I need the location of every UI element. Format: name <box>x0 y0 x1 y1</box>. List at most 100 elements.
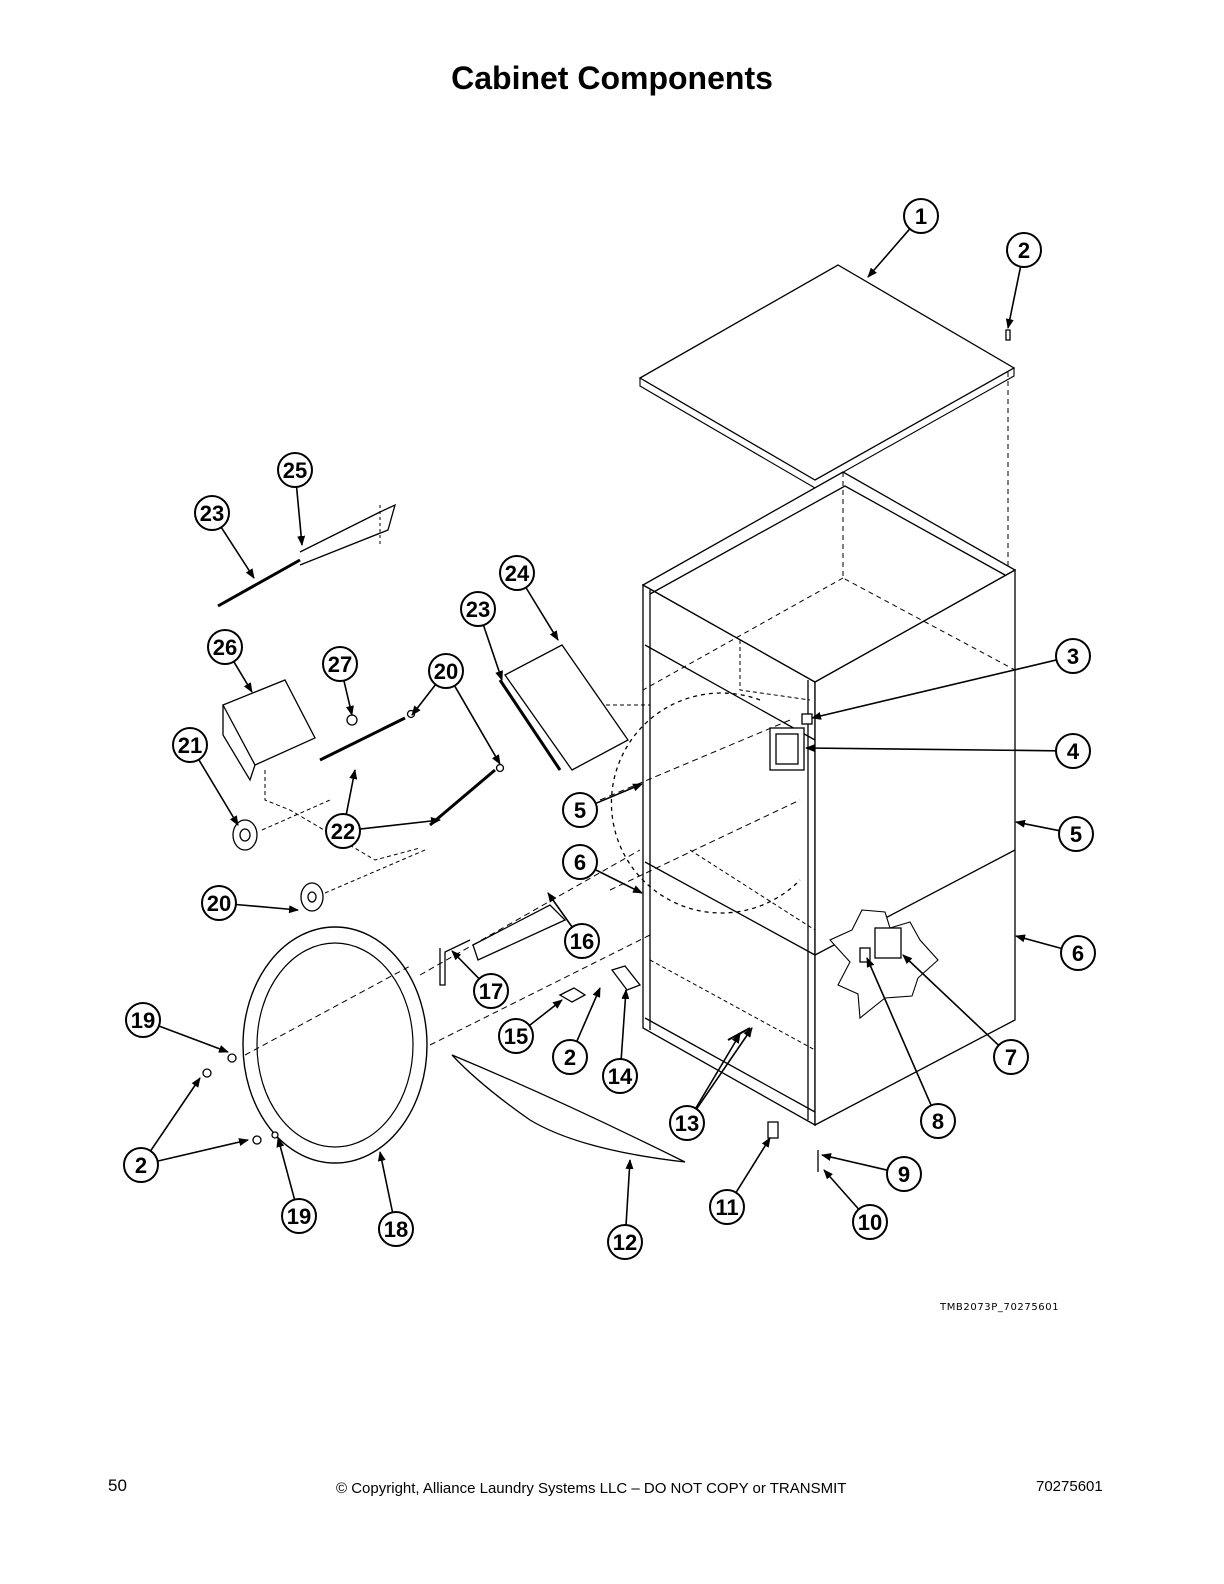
callout-label-c20b: 20 <box>207 891 231 916</box>
leader-arrow-c22-1 <box>359 817 441 830</box>
top-panel <box>638 264 1016 481</box>
leader-arrow-c27-0 <box>343 680 354 716</box>
callout-circle-c4 <box>1055 733 1091 769</box>
door-glass-part-12 <box>451 1054 686 1163</box>
callout-label-c19a: 19 <box>131 1008 155 1033</box>
leader-arrow-c2c-0 <box>149 1077 201 1152</box>
switch-detail-burst <box>829 909 939 1020</box>
callout-circle-c5b <box>1058 816 1094 852</box>
cabinet-body <box>610 471 1017 1127</box>
bracket-part-25 <box>299 503 397 566</box>
callout-bubble-c19a: 19 <box>125 1002 161 1038</box>
callout-bubble-c8: 8 <box>920 1103 956 1139</box>
leader-arrow-c4-0 <box>805 744 1057 753</box>
callout-circle-c19b <box>281 1198 317 1234</box>
callout-bubble-c4: 4 <box>1055 733 1091 769</box>
callout-label-c3: 3 <box>1067 644 1079 669</box>
screw-part-2-top <box>1005 329 1011 341</box>
leader-arrow-c17-0 <box>451 950 480 980</box>
leader-arrow-c11-0 <box>735 1137 771 1193</box>
callout-bubble-c2b: 2 <box>552 1039 588 1075</box>
callout-circle-c7 <box>993 1039 1029 1075</box>
callout-circle-c8 <box>920 1103 956 1139</box>
callout-label-c16: 16 <box>570 929 594 954</box>
callout-bubble-c3: 3 <box>1055 638 1091 674</box>
callout-circle-c13 <box>669 1105 705 1141</box>
callout-circle-c10 <box>852 1204 888 1240</box>
callout-label-c20a: 20 <box>434 659 458 684</box>
callout-circle-c20a <box>428 653 464 689</box>
callout-label-c21: 21 <box>178 733 202 758</box>
callout-label-c23b: 23 <box>466 597 490 622</box>
leader-arrow-c10-0 <box>823 1169 860 1210</box>
callout-circle-c1 <box>903 198 939 234</box>
callout-label-c18: 18 <box>384 1217 408 1242</box>
callout-label-c2a: 2 <box>1018 238 1030 263</box>
callout-circle-c2a <box>1006 232 1042 268</box>
callout-label-c24: 24 <box>505 561 530 586</box>
leader-arrow-c13-1 <box>695 1027 753 1110</box>
part-3-clip <box>801 713 813 725</box>
leader-arrow-c16-0 <box>547 892 573 928</box>
callout-circle-c17 <box>473 973 509 1009</box>
leader-arrow-c2a-0 <box>1005 266 1022 329</box>
callout-circle-c18 <box>378 1211 414 1247</box>
leader-arrow-c6a-0 <box>594 868 643 894</box>
callout-label-c10: 10 <box>858 1210 882 1235</box>
leader-arrow-c13-0 <box>695 1033 741 1109</box>
leader-arrow-c9-0 <box>821 1153 888 1171</box>
leader-arrow-c18-0 <box>377 1151 394 1213</box>
leader-arrow-c12-0 <box>625 1159 634 1226</box>
leader-arrow-c8-0 <box>866 957 932 1106</box>
callout-bubble-c24: 24 <box>499 555 535 591</box>
bearing-part-21 <box>232 819 258 851</box>
callout-circle-c21 <box>172 727 208 763</box>
callout-bubble-c27: 27 <box>322 646 358 682</box>
callout-label-c8: 8 <box>932 1109 944 1134</box>
callout-bubble-c1: 1 <box>903 198 939 234</box>
leader-arrow-c2b-0 <box>576 987 601 1042</box>
leader-arrow-c5b-0 <box>1015 819 1060 832</box>
leader-arrow-c2c-1 <box>157 1138 249 1162</box>
latch-part-15 <box>558 987 587 1003</box>
callout-circle-c14 <box>602 1058 638 1094</box>
callout-circle-c25 <box>277 452 313 488</box>
callout-bubble-c13: 13 <box>669 1105 705 1141</box>
callout-circle-c9 <box>886 1156 922 1192</box>
callout-bubble-c6b: 6 <box>1060 935 1096 971</box>
leader-arrow-c21-0 <box>198 759 239 826</box>
callout-circle-c22 <box>325 813 361 849</box>
callout-bubble-c5b: 5 <box>1058 816 1094 852</box>
callout-bubble-c9: 9 <box>886 1156 922 1192</box>
leader-arrow-c3-0 <box>811 659 1057 720</box>
leader-arrow-c23b-0 <box>482 624 503 681</box>
callout-label-c14: 14 <box>608 1064 633 1089</box>
leader-arrow-c20a-0 <box>411 683 437 716</box>
callout-label-c11: 11 <box>715 1195 738 1220</box>
leader-arrow-c6b-0 <box>1015 934 1062 950</box>
callout-bubble-c7: 7 <box>993 1039 1029 1075</box>
footer-page-number: 50 <box>108 1476 127 1495</box>
callout-circle-c2b <box>552 1039 588 1075</box>
callout-label-c26: 26 <box>213 635 237 660</box>
callout-bubble-c17: 17 <box>473 973 509 1009</box>
callout-label-c25: 25 <box>283 458 307 483</box>
cover-part-26 <box>222 679 316 766</box>
callout-label-c2c: 2 <box>135 1153 147 1178</box>
leader-arrow-c15-0 <box>528 999 563 1027</box>
plate-part-17 <box>439 939 471 986</box>
callout-label-c2b: 2 <box>564 1045 576 1070</box>
callout-label-c4: 4 <box>1067 739 1080 764</box>
callout-label-c1: 1 <box>915 204 927 229</box>
callout-circle-c23a <box>194 495 230 531</box>
callout-bubble-c5a: 5 <box>562 792 598 828</box>
callout-bubble-c20b: 20 <box>201 885 237 921</box>
callout-circle-c27 <box>322 646 358 682</box>
leader-arrow-c5a-0 <box>595 783 643 805</box>
callout-label-c5b: 5 <box>1070 822 1082 847</box>
callout-label-c7: 7 <box>1005 1045 1017 1070</box>
leader-arrow-c26-0 <box>233 661 253 693</box>
callout-label-c27: 27 <box>328 652 352 677</box>
callout-bubble-c23b: 23 <box>460 591 496 627</box>
